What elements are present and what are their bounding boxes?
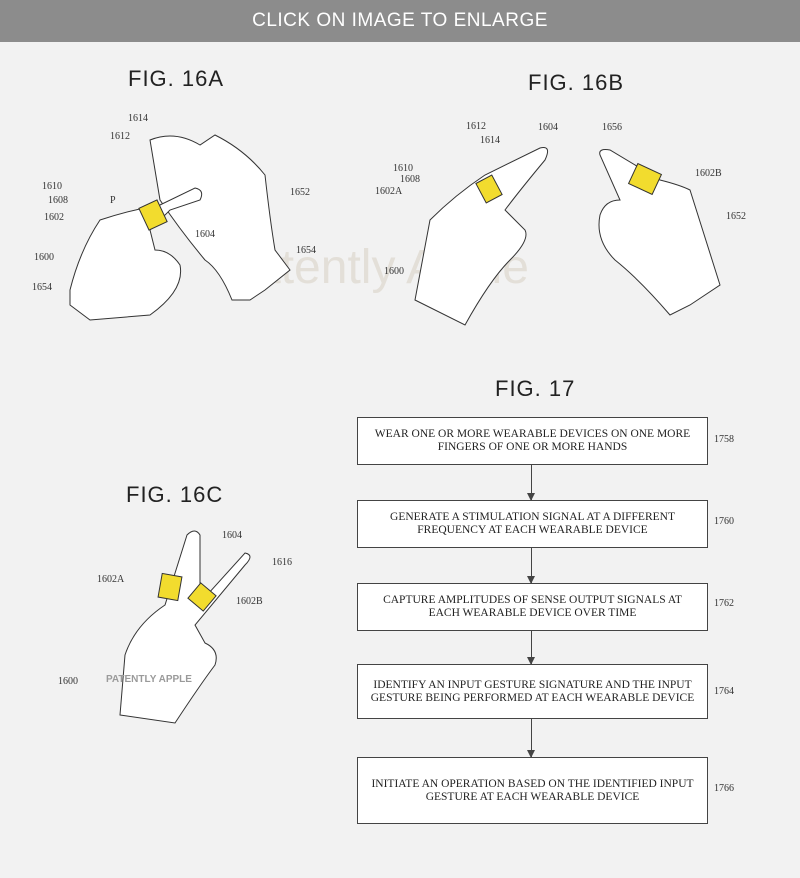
- ref-label: 1600: [34, 252, 54, 263]
- ref-label: 1604: [195, 229, 215, 240]
- ref-label: 1762: [714, 598, 734, 609]
- flow-step-1760: Generate a stimulation signal at a diffe…: [357, 500, 708, 548]
- fig-16a-drawing: [69, 134, 291, 321]
- enlarge-banner[interactable]: CLICK ON IMAGE TO ENLARGE: [0, 0, 800, 42]
- ref-label: 1652: [726, 211, 746, 222]
- ref-label: 1654: [32, 282, 52, 293]
- ring-1602a: [157, 572, 183, 602]
- fig-16b-title: FIG. 16B: [528, 70, 625, 95]
- flow-arrow: [525, 719, 537, 758]
- right-hand-shape: [598, 149, 721, 316]
- ref-label: 1610: [42, 181, 62, 192]
- ref-label: 1758: [714, 434, 734, 445]
- flow-arrow: [525, 631, 537, 665]
- fig-16a-title: FIG. 16A: [128, 66, 225, 91]
- ref-label: 1610: [393, 163, 413, 174]
- ref-label: 1614: [128, 113, 148, 124]
- ref-label: 1602A: [97, 574, 125, 585]
- ref-label: 1604: [222, 530, 242, 541]
- left-hand-shape: [414, 147, 549, 326]
- ring-1602b: [627, 162, 663, 196]
- ref-label: 1766: [714, 783, 734, 794]
- fig-17-title: FIG. 17: [495, 376, 576, 401]
- ref-label: 1764: [714, 686, 734, 697]
- ref-label: 1602B: [695, 168, 722, 179]
- ref-label: 1614: [480, 135, 500, 146]
- flow-step-1766: Initiate an operation based on the ident…: [357, 757, 708, 824]
- flow-step-1762: Capture amplitudes of sense output signa…: [357, 583, 708, 631]
- ref-label: 1654: [296, 245, 316, 256]
- ring-1602b: [187, 582, 217, 612]
- flow-arrow: [525, 548, 537, 584]
- ref-label: 1600: [384, 266, 404, 277]
- fig-16c-drawing: [119, 530, 251, 724]
- flow-arrow: [525, 465, 537, 501]
- ref-label: 1760: [714, 516, 734, 527]
- flow-step-1758: Wear one or more wearable devices on one…: [357, 417, 708, 465]
- ref-label: 1652: [290, 187, 310, 198]
- ref-label: 1602A: [375, 186, 403, 197]
- ring-1602a: [475, 174, 503, 204]
- flow-step-1764: Identify an input gesture signature and …: [357, 664, 708, 719]
- hand-shape: [119, 530, 251, 724]
- ref-label: 1656: [602, 122, 622, 133]
- fig-16c-title: FIG. 16C: [126, 482, 224, 507]
- ref-label: 1616: [272, 557, 292, 568]
- ref-label: 1602: [44, 212, 64, 223]
- ref-label: 1612: [466, 121, 486, 132]
- ref-label: 1600: [58, 676, 78, 687]
- ref-label: 1604: [538, 122, 558, 133]
- ref-label: 1612: [110, 131, 130, 142]
- ref-label: 1608: [400, 174, 420, 185]
- ring-1602: [138, 199, 168, 231]
- ref-label: 1602B: [236, 596, 263, 607]
- watermark-small: PATENTLY APPLE: [106, 674, 192, 685]
- right-hand-shape: [149, 134, 291, 301]
- fig-16b-drawing: [414, 147, 721, 326]
- left-hand-shape: [69, 187, 203, 321]
- ref-label: 1608: [48, 195, 68, 206]
- ref-label: P: [110, 195, 116, 206]
